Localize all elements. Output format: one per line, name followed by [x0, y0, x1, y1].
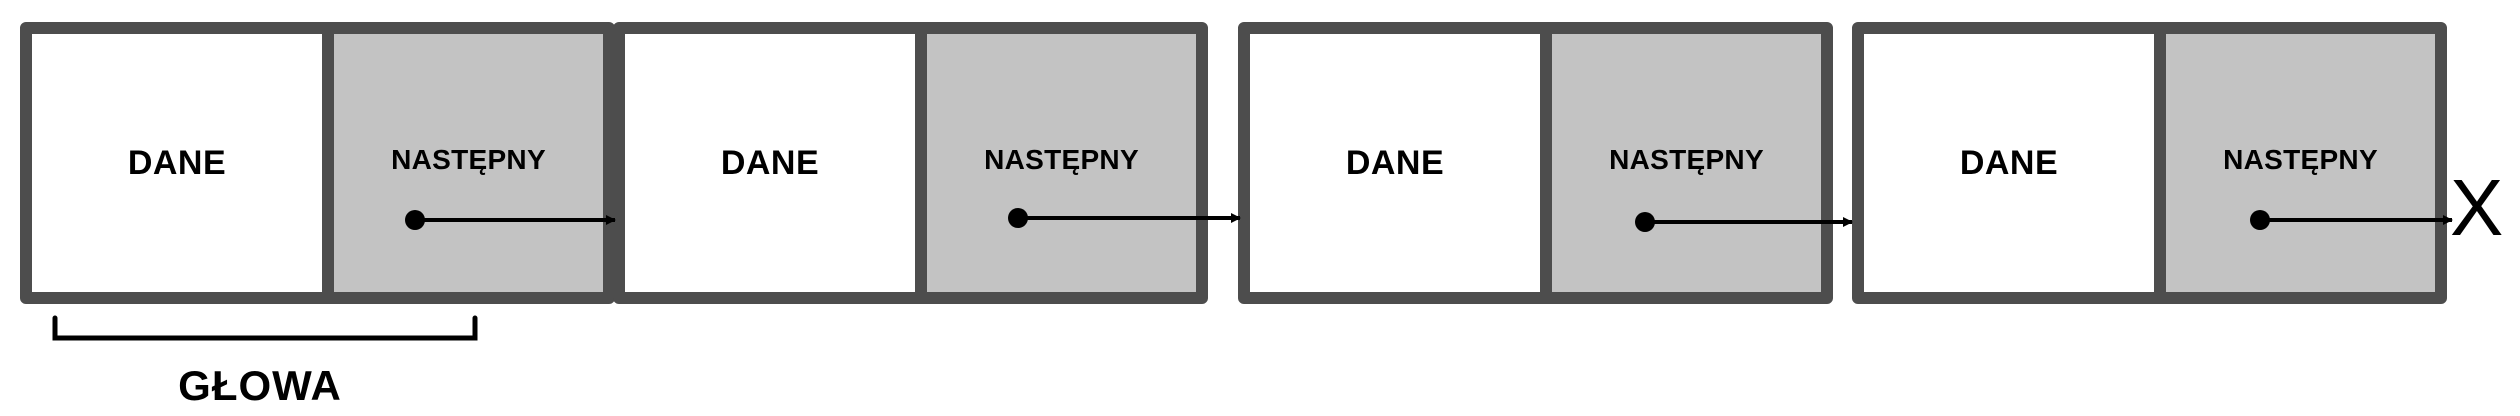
node-4-data-label: DANE: [1959, 143, 2059, 182]
node-1-data-cell: DANE: [32, 34, 322, 292]
node-2-next-label: NASTĘPNY: [984, 144, 1139, 175]
head-bracket: [52, 315, 478, 341]
node-4-next-cell: NASTĘPNY: [2166, 34, 2435, 292]
head-label: GŁOWA: [178, 362, 342, 409]
node-4: DANE NASTĘPNY: [1852, 22, 2447, 304]
node-3-next-label: NASTĘPNY: [1609, 144, 1764, 175]
node-4-data-cell: DANE: [1864, 34, 2154, 292]
node-4-next-label: NASTĘPNY: [2223, 144, 2378, 175]
node-1-next-cell: NASTĘPNY: [334, 34, 603, 292]
node-4-divider: [2154, 34, 2166, 292]
node-1-next-label: NASTĘPNY: [391, 144, 546, 175]
node-3-data-cell: DANE: [1250, 34, 1540, 292]
node-2: DANE NASTĘPNY: [613, 22, 1208, 304]
node-2-data-cell: DANE: [625, 34, 915, 292]
node-1: DANE NASTĘPNY: [20, 22, 615, 304]
node-1-divider: [322, 34, 334, 292]
node-3-divider: [1540, 34, 1552, 292]
node-1-data-label: DANE: [127, 143, 227, 182]
null-terminator: X: [2450, 163, 2504, 252]
node-2-next-cell: NASTĘPNY: [927, 34, 1196, 292]
node-3-data-label: DANE: [1345, 143, 1445, 182]
node-2-divider: [915, 34, 927, 292]
node-2-data-label: DANE: [720, 143, 820, 182]
node-3-next-cell: NASTĘPNY: [1552, 34, 1821, 292]
node-3: DANE NASTĘPNY: [1238, 22, 1833, 304]
